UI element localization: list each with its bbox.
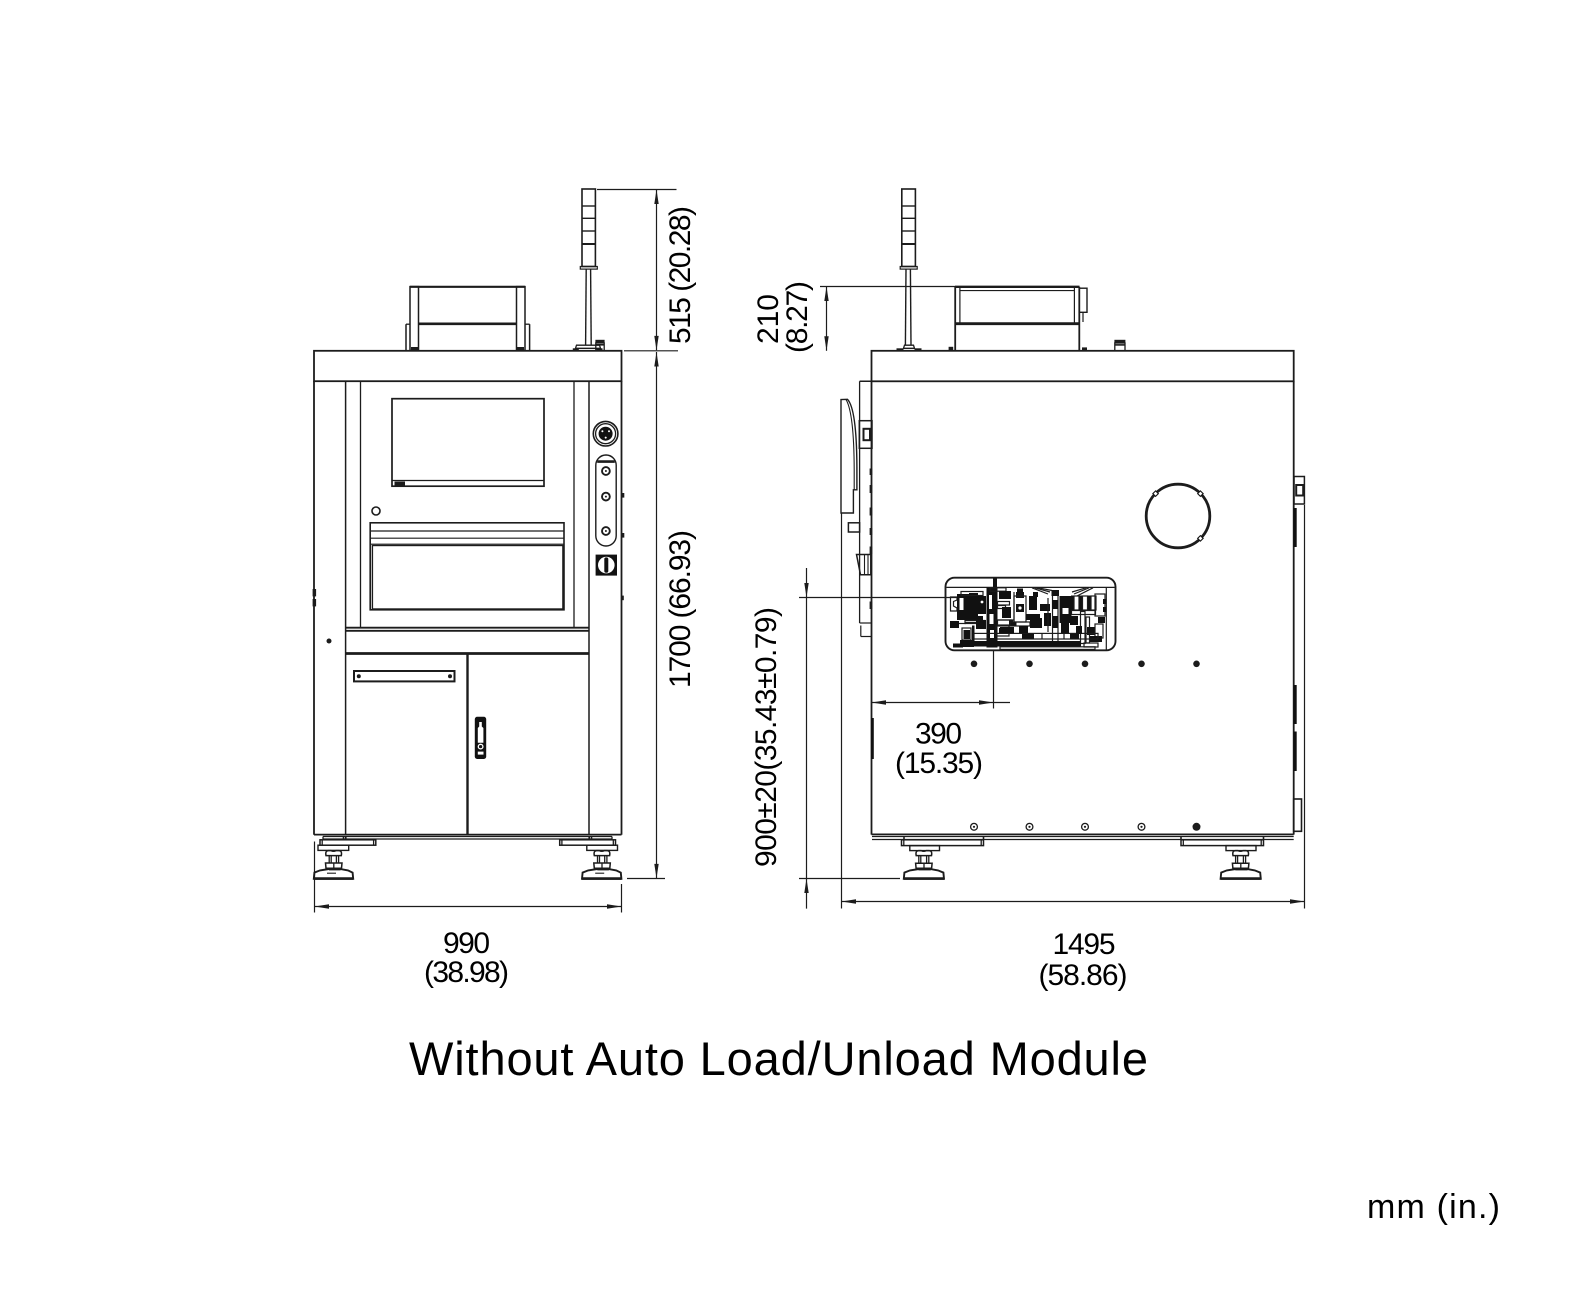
svg-text:1700 (66.93): 1700 (66.93): [664, 530, 697, 688]
svg-text:(8.27): (8.27): [781, 281, 814, 353]
svg-text:Without Auto Load/Unload Modul: Without Auto Load/Unload Module: [409, 1032, 1148, 1085]
svg-text:210: 210: [752, 294, 785, 344]
svg-text:900±20(35.43±0.79): 900±20(35.43±0.79): [750, 607, 783, 867]
svg-text:515 (20.28): 515 (20.28): [664, 206, 697, 344]
svg-text:(58.86): (58.86): [1039, 959, 1128, 992]
svg-text:(15.35): (15.35): [895, 747, 983, 780]
svg-text:1495: 1495: [1053, 928, 1116, 961]
svg-text:390: 390: [915, 718, 962, 751]
svg-text:(38.98): (38.98): [424, 956, 509, 989]
svg-text:mm (in.): mm (in.): [1367, 1188, 1500, 1226]
svg-text:990: 990: [443, 927, 490, 960]
